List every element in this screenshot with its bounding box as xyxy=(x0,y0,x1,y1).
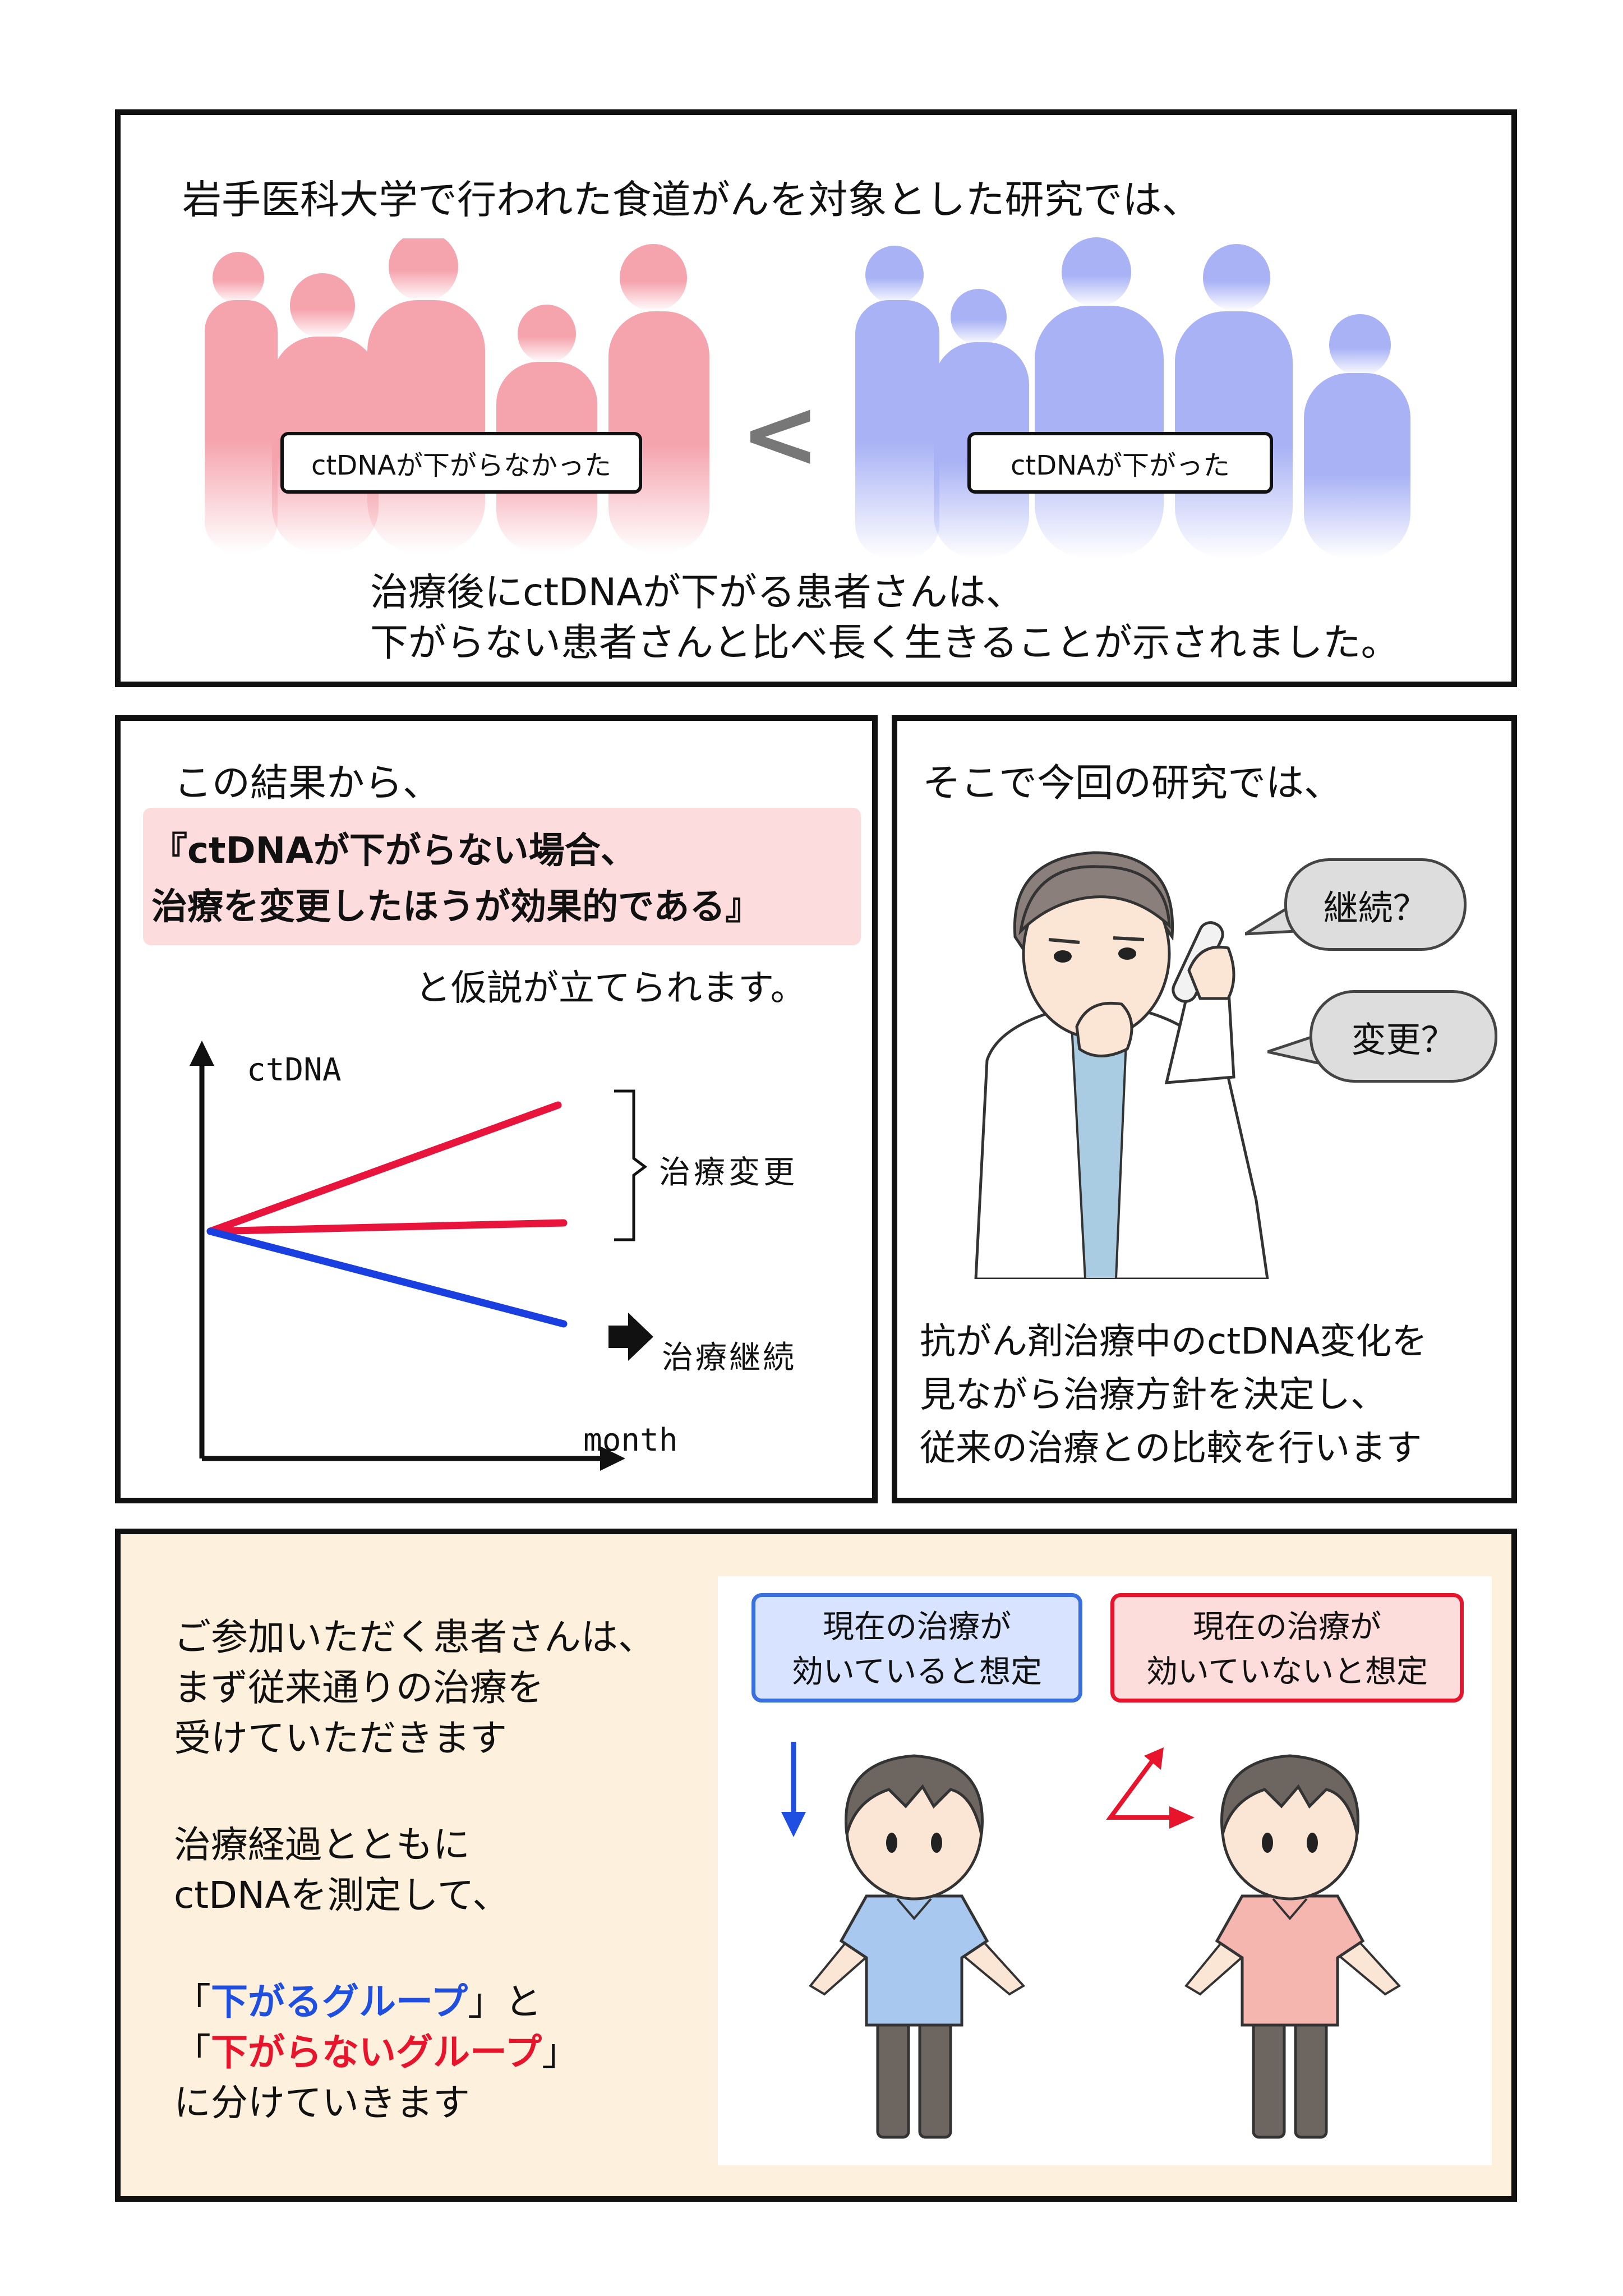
panel4-p3-end: に分けていきます xyxy=(174,2081,470,2124)
chart-label-change: 治療変更 xyxy=(659,1154,798,1191)
panel1-result-line2: 下がらない患者さんと比べ長く生きることが示されました。 xyxy=(370,621,1399,665)
group-dropping-line: 「下がるグループ」と xyxy=(174,1980,542,2023)
chart-label-continue: 治療継続 xyxy=(662,1340,796,1376)
panel-current-study: そこで今回の研究では、 継続？ 変更？ 抗がん剤治療中のctDNA変化を 見なが… xyxy=(892,715,1517,1503)
panel4-p1-line2: まず従来通りの治療を xyxy=(174,1666,544,1709)
bubble-change: 変更？ xyxy=(1310,990,1497,1083)
less-than-symbol: < xyxy=(740,379,820,490)
blue-patient-silhouettes xyxy=(855,237,1410,558)
group-not-dropping-line: 「下がらないグループ」 xyxy=(174,2031,579,2074)
line-continue-falling xyxy=(206,1227,568,1328)
group-dropping-name: 下がるグループ xyxy=(211,1980,468,2023)
patient-blue-shirt xyxy=(808,1754,1026,2139)
red-patient-silhouettes xyxy=(205,238,709,553)
panel-grouping: ご参加いただく患者さんは、 まず従来通りの治療を 受けていただきます 治療経過と… xyxy=(115,1529,1517,2202)
hypothesis-box xyxy=(143,808,861,945)
hand-tube xyxy=(1187,945,1235,1000)
panel3-line3: 従来の治療との比較を行います xyxy=(920,1428,1422,1469)
panel4-p2-line1: 治療経過とともに xyxy=(174,1823,470,1866)
hand-chin xyxy=(1075,1001,1133,1057)
panel4-p2-line2: ctDNAを測定して、 xyxy=(174,1874,510,1917)
y-axis xyxy=(190,1041,214,1458)
doctor-illustration xyxy=(974,851,1269,1279)
panel3-intro: そこで今回の研究では、 xyxy=(923,761,1343,806)
group-not-dropping-name: 下がらないグループ xyxy=(211,2031,542,2074)
panel2-conclusion: と仮説が立てられます。 xyxy=(415,968,806,1009)
bracket-change xyxy=(614,1089,648,1241)
hair-front xyxy=(1018,865,1171,936)
panel3-line2: 見ながら治療方針を決定し、 xyxy=(920,1374,1386,1416)
x-axis xyxy=(202,1446,625,1471)
label-ctdna-dropped: ctDNAが下がった xyxy=(967,432,1273,494)
panel1-intro: 岩手医科大学で行われた食道がんを対象とした研究では、 xyxy=(182,177,1201,223)
hypothesis-line1: 『ctDNAが下がらない場合、 xyxy=(151,830,637,872)
patient-pink-shirt xyxy=(1184,1754,1401,2139)
label-ctdna-not-dropped: ctDNAが下がらなかった xyxy=(280,432,642,494)
line-change-flat xyxy=(206,1219,568,1235)
down-arrow-icon xyxy=(781,1742,806,1837)
panel4-p1-line1: ご参加いただく患者さんは、 xyxy=(174,1616,655,1659)
chart-xlabel: month xyxy=(583,1422,678,1458)
tag-not-effective: 現在の治療が 効いていないと想定 xyxy=(1110,1593,1464,1703)
arrow-continue-icon xyxy=(608,1313,653,1361)
line-change-rising xyxy=(206,1101,562,1235)
panel3-line1: 抗がん剤治療中のctDNA変化を xyxy=(920,1321,1428,1363)
panel-study-result: 岩手医科大学で行われた食道がんを対象とした研究では、 xyxy=(115,109,1517,687)
ctdna-strategy-chart xyxy=(190,1041,653,1471)
rising-arrows-icon xyxy=(1106,1747,1195,1829)
chart-ylabel: ctDNA xyxy=(247,1052,342,1088)
tag-effective: 現在の治療が 効いていると想定 xyxy=(751,1593,1082,1703)
panel1-result-line1: 治療後にctDNAが下がる患者さんは、 xyxy=(370,570,1024,615)
panel2-intro: この結果から、 xyxy=(174,761,441,806)
bubble-continue: 継続？ xyxy=(1284,858,1467,951)
panel-hypothesis: この結果から、 『ctDNAが下がらない場合、 治療を変更したほうが効果的である… xyxy=(115,715,878,1503)
panel4-p1-line3: 受けていただきます xyxy=(174,1717,507,1760)
hypothesis-line2: 治療を変更したほうが効果的である』 xyxy=(151,886,762,928)
